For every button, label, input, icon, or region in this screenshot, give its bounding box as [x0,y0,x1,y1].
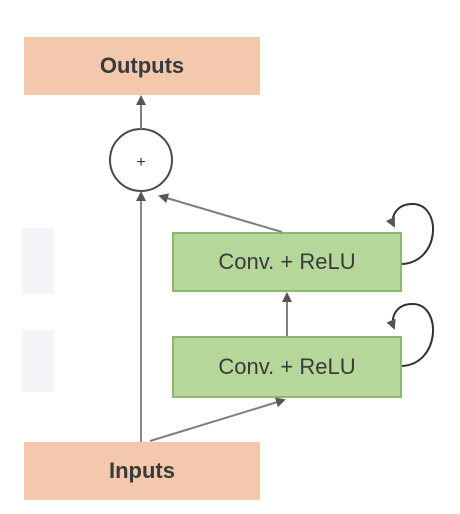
inputs-label: Inputs [109,458,175,483]
conv-relu-box-top: Conv. + ReLU [172,232,402,292]
conv-relu-label-bottom: Conv. + ReLU [218,354,356,379]
recurrent-loop-top [385,202,434,265]
arrow-conv-to-sum [158,193,283,233]
faint-artifact-left-top [22,228,54,294]
inputs-box: Inputs [24,442,260,500]
conv-relu-box-bottom: Conv. + ReLU [172,336,402,398]
faint-artifact-left-bottom [22,330,54,392]
arrow-inputs-to-conv [149,397,286,442]
outputs-label: Outputs [99,53,185,78]
sum-label: + [136,154,145,171]
recurrent-loop-bottom [386,302,434,367]
outputs-box: Outputs [24,37,260,95]
conv-relu-label-top: Conv. + ReLU [218,249,356,274]
